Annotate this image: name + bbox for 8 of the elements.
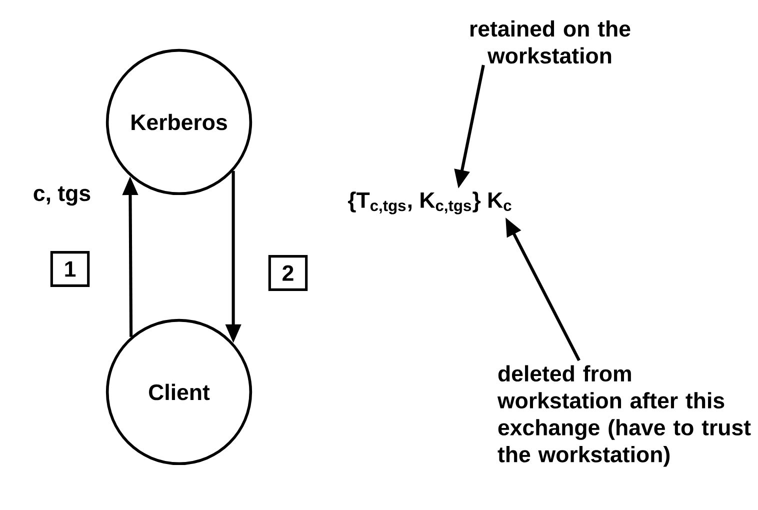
annotation-text: retained on the workstation bbox=[470, 20, 630, 64]
message-formula: {T$_{c,tgs}$, K$_{c,tgs}$} K$_{c}$ bbox=[348, 192, 512, 214]
circle-node: Kerberos bbox=[106, 48, 252, 196]
circle-node: Client bbox=[106, 318, 252, 466]
step-number-box: 1 bbox=[50, 251, 90, 287]
label-text: c, tgs bbox=[34, 186, 90, 206]
annotation-text: deleted from workstation after this exchange (have to trust the workstation) bbox=[497, 365, 751, 467]
step-number-box: 2 bbox=[268, 255, 308, 291]
